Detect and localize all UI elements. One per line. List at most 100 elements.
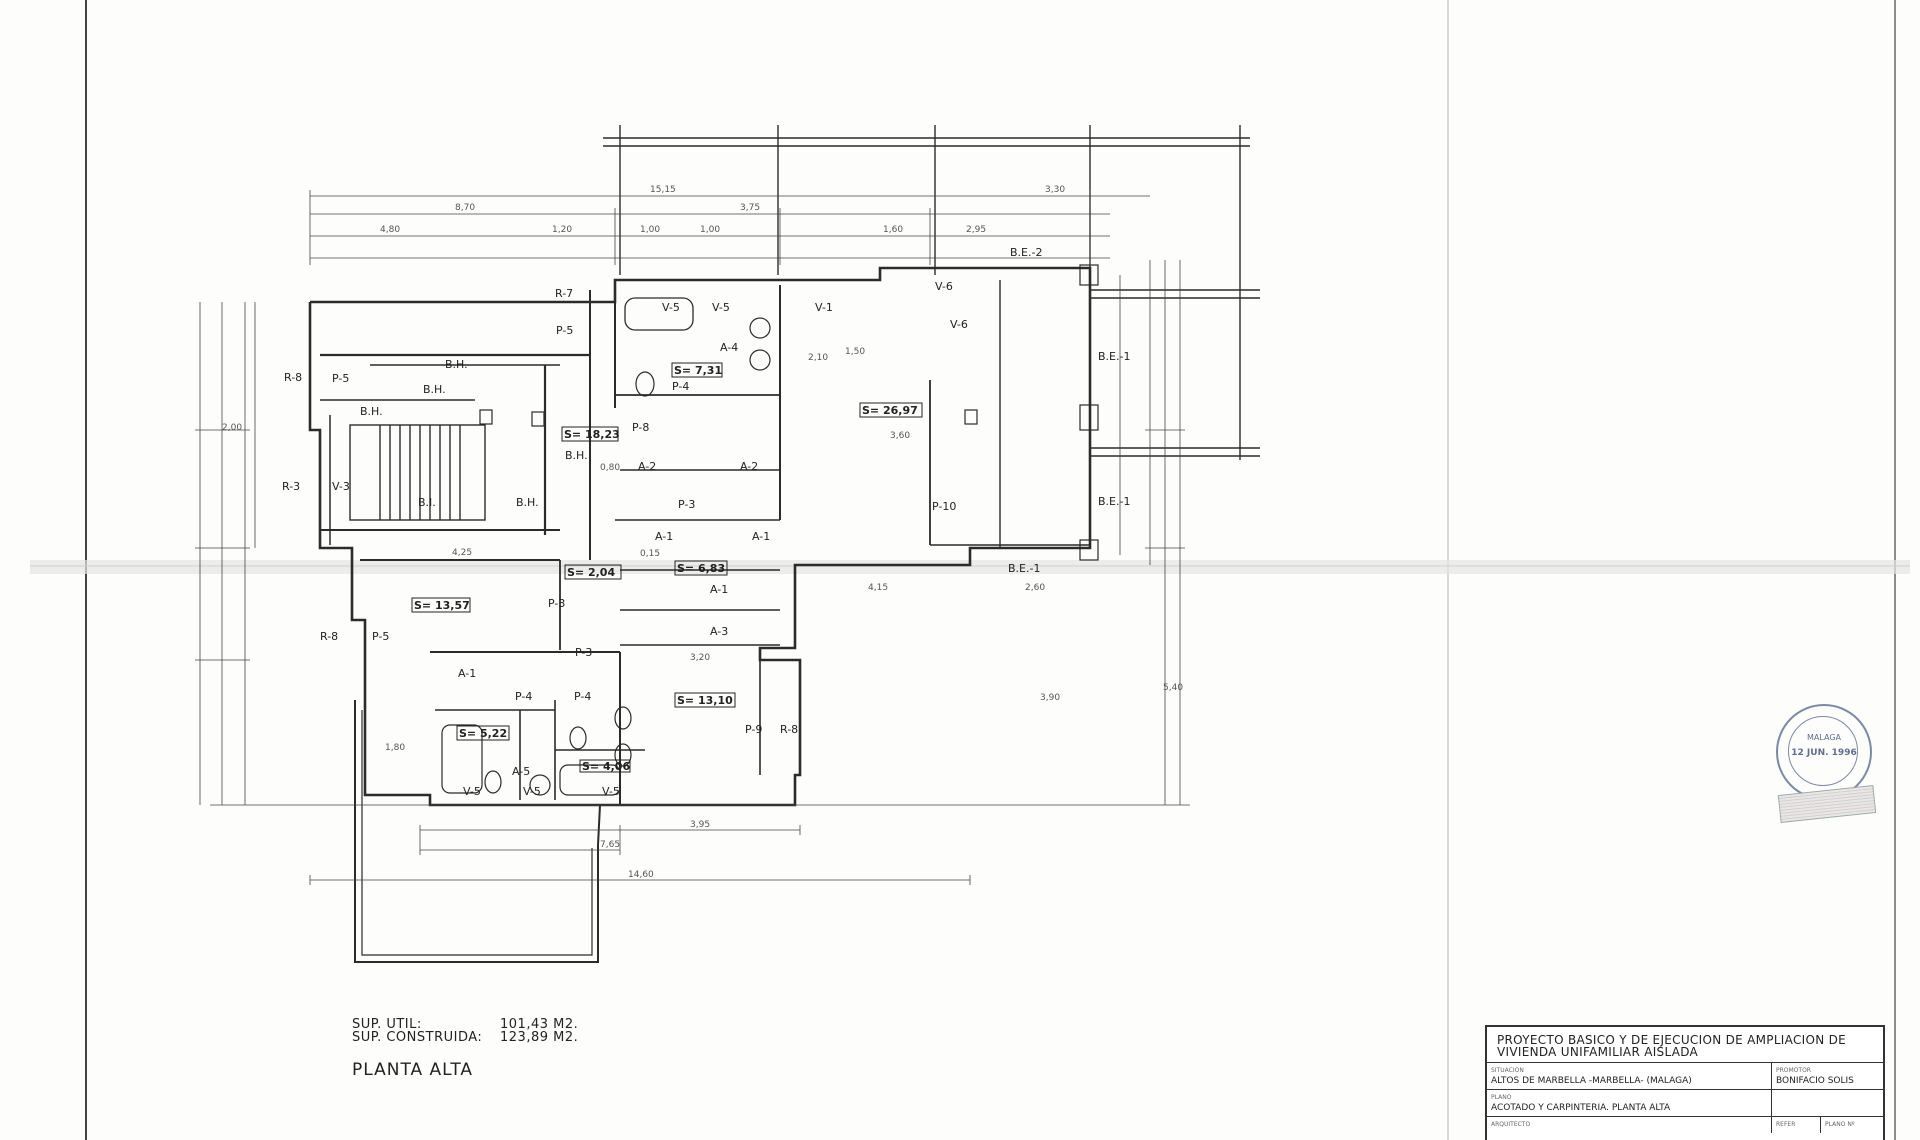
element-label: B.I. <box>418 496 436 509</box>
dimension-text: 1,00 <box>700 225 720 235</box>
dimension-text: 3,20 <box>690 653 710 663</box>
element-label: V-5 <box>463 785 481 798</box>
dimension-text: 1,60 <box>883 225 903 235</box>
stamp-date: 12 JUN. 1996 <box>1791 748 1857 758</box>
room-area-label: S= 5,22 <box>459 727 507 740</box>
element-label: B.E.-1 <box>1008 562 1040 575</box>
element-label: A-5 <box>512 765 530 778</box>
element-label: V-3 <box>332 480 350 493</box>
element-label: V-5 <box>662 301 680 314</box>
element-label: P-3 <box>678 498 695 511</box>
plan-caption: PLANO <box>1491 1094 1512 1101</box>
plan-value: ACOTADO Y CARPINTERIA. PLANTA ALTA <box>1491 1103 1671 1113</box>
element-label: A-1 <box>710 583 728 596</box>
element-label: B.H. <box>423 383 446 396</box>
dimension-text: 1,00 <box>640 225 660 235</box>
room-area-label: S= 6,83 <box>677 562 725 575</box>
dimension-text: 4,15 <box>868 583 888 593</box>
element-label: A-3 <box>710 625 728 638</box>
room-area-label: S= 13,57 <box>414 599 470 612</box>
element-label: A-1 <box>752 530 770 543</box>
title-block: PROYECTO BASICO Y DE EJECUCION DE AMPLIA… <box>1485 1025 1885 1140</box>
dimension-text: 14,60 <box>628 870 654 880</box>
stamp-city: MALAGA <box>1806 733 1842 742</box>
official-seal-stamp: MALAGA 12 JUN. 1996 <box>1776 704 1872 800</box>
promoter-value: BONIFACIO SOLIS <box>1776 1076 1854 1086</box>
surface-summary: SUP. UTIL:101,43 M2. SUP. CONSTRUIDA:123… <box>352 1018 578 1044</box>
element-label: A-1 <box>458 667 476 680</box>
element-label: B.E.-1 <box>1098 495 1130 508</box>
dimension-text: 2,10 <box>808 353 828 363</box>
dimension-text: 1,50 <box>845 347 865 357</box>
element-label: R-8 <box>284 371 302 384</box>
element-label: V-5 <box>602 785 620 798</box>
element-label: V-1 <box>815 301 833 314</box>
element-label: P-4 <box>574 690 591 703</box>
architect-caption: ARQUITECTO <box>1491 1121 1531 1128</box>
element-label: P-4 <box>672 380 689 393</box>
element-label: V-5 <box>712 301 730 314</box>
dimension-text: 0,15 <box>640 549 660 559</box>
dimension-text: 0,80 <box>600 463 620 473</box>
promoter-cell: PROMOTOR BONIFACIO SOLIS <box>1772 1063 1858 1089</box>
dimension-text: 3,95 <box>690 820 710 830</box>
element-label: A-1 <box>655 530 673 543</box>
element-label: P-3 <box>575 646 592 659</box>
location-value: ALTOS DE MARBELLA -MARBELLA- (MALAGA) <box>1491 1076 1692 1086</box>
dimension-text: 8,70 <box>455 203 475 213</box>
element-label: P-9 <box>745 723 762 736</box>
location-caption: SITUACION <box>1491 1067 1524 1074</box>
element-label: P-8 <box>632 421 649 434</box>
promoter-caption: PROMOTOR <box>1776 1067 1811 1074</box>
plan-number-caption: PLANO Nº <box>1825 1121 1855 1128</box>
dimension-text: 15,15 <box>650 185 676 195</box>
dimension-text: 3,90 <box>1040 693 1060 703</box>
built-area-label: SUP. CONSTRUIDA: <box>352 1030 483 1045</box>
sheet-title: PLANTA ALTA <box>352 1060 474 1080</box>
element-label: R-8 <box>320 630 338 643</box>
element-label: R-3 <box>282 480 300 493</box>
element-label: P-5 <box>372 630 389 643</box>
element-label: V-6 <box>935 280 953 293</box>
util-area-label: SUP. UTIL: <box>352 1017 422 1032</box>
element-label: P-3 <box>548 597 565 610</box>
plan-number-cell: PLANO Nº <box>1821 1117 1859 1133</box>
dimension-text: 5,40 <box>1163 683 1183 693</box>
room-area-label: S= 13,10 <box>677 694 733 707</box>
dimension-text: 2,60 <box>1025 583 1045 593</box>
project-title: PROYECTO BASICO Y DE EJECUCION DE AMPLIA… <box>1487 1027 1883 1063</box>
element-label: B.E.-1 <box>1098 350 1130 363</box>
architect-cell: ARQUITECTO <box>1487 1117 1772 1133</box>
room-area-label: S= 26,97 <box>862 404 918 417</box>
element-label: B.H. <box>360 405 383 418</box>
element-label: V-5 <box>523 785 541 798</box>
element-label: R-8 <box>780 723 798 736</box>
location-cell: SITUACION ALTOS DE MARBELLA -MARBELLA- (… <box>1487 1063 1772 1089</box>
element-label: P-4 <box>515 690 532 703</box>
element-label: B.H. <box>516 496 539 509</box>
refer-cell: REFER <box>1772 1117 1821 1133</box>
element-label: B.H. <box>565 449 588 462</box>
room-area-label: S= 18,23 <box>564 428 620 441</box>
room-area-label: S= 7,31 <box>674 364 722 377</box>
element-label: A-2 <box>638 460 656 473</box>
util-area-value: 101,43 M2. <box>500 1017 579 1032</box>
room-area-label: S= 2,04 <box>567 566 615 579</box>
room-area-label: S= 4,06 <box>582 760 630 773</box>
dimension-text: 4,80 <box>380 225 400 235</box>
dimension-text: 1,80 <box>385 743 405 753</box>
dimension-text: 7,65 <box>600 840 620 850</box>
element-label: P-5 <box>332 372 349 385</box>
element-label: P-5 <box>556 324 573 337</box>
element-label: A-2 <box>740 460 758 473</box>
element-label: A-4 <box>720 341 738 354</box>
element-label: R-7 <box>555 287 573 300</box>
plan-cell: PLANO ACOTADO Y CARPINTERIA. PLANTA ALTA <box>1487 1090 1772 1116</box>
element-label: V-6 <box>950 318 968 331</box>
dimension-text: 4,25 <box>452 548 472 558</box>
dimension-text: 2,00 <box>222 423 242 433</box>
element-label: P-10 <box>932 500 956 513</box>
refer-caption: REFER <box>1776 1121 1796 1128</box>
element-label: B.H. <box>445 358 468 371</box>
